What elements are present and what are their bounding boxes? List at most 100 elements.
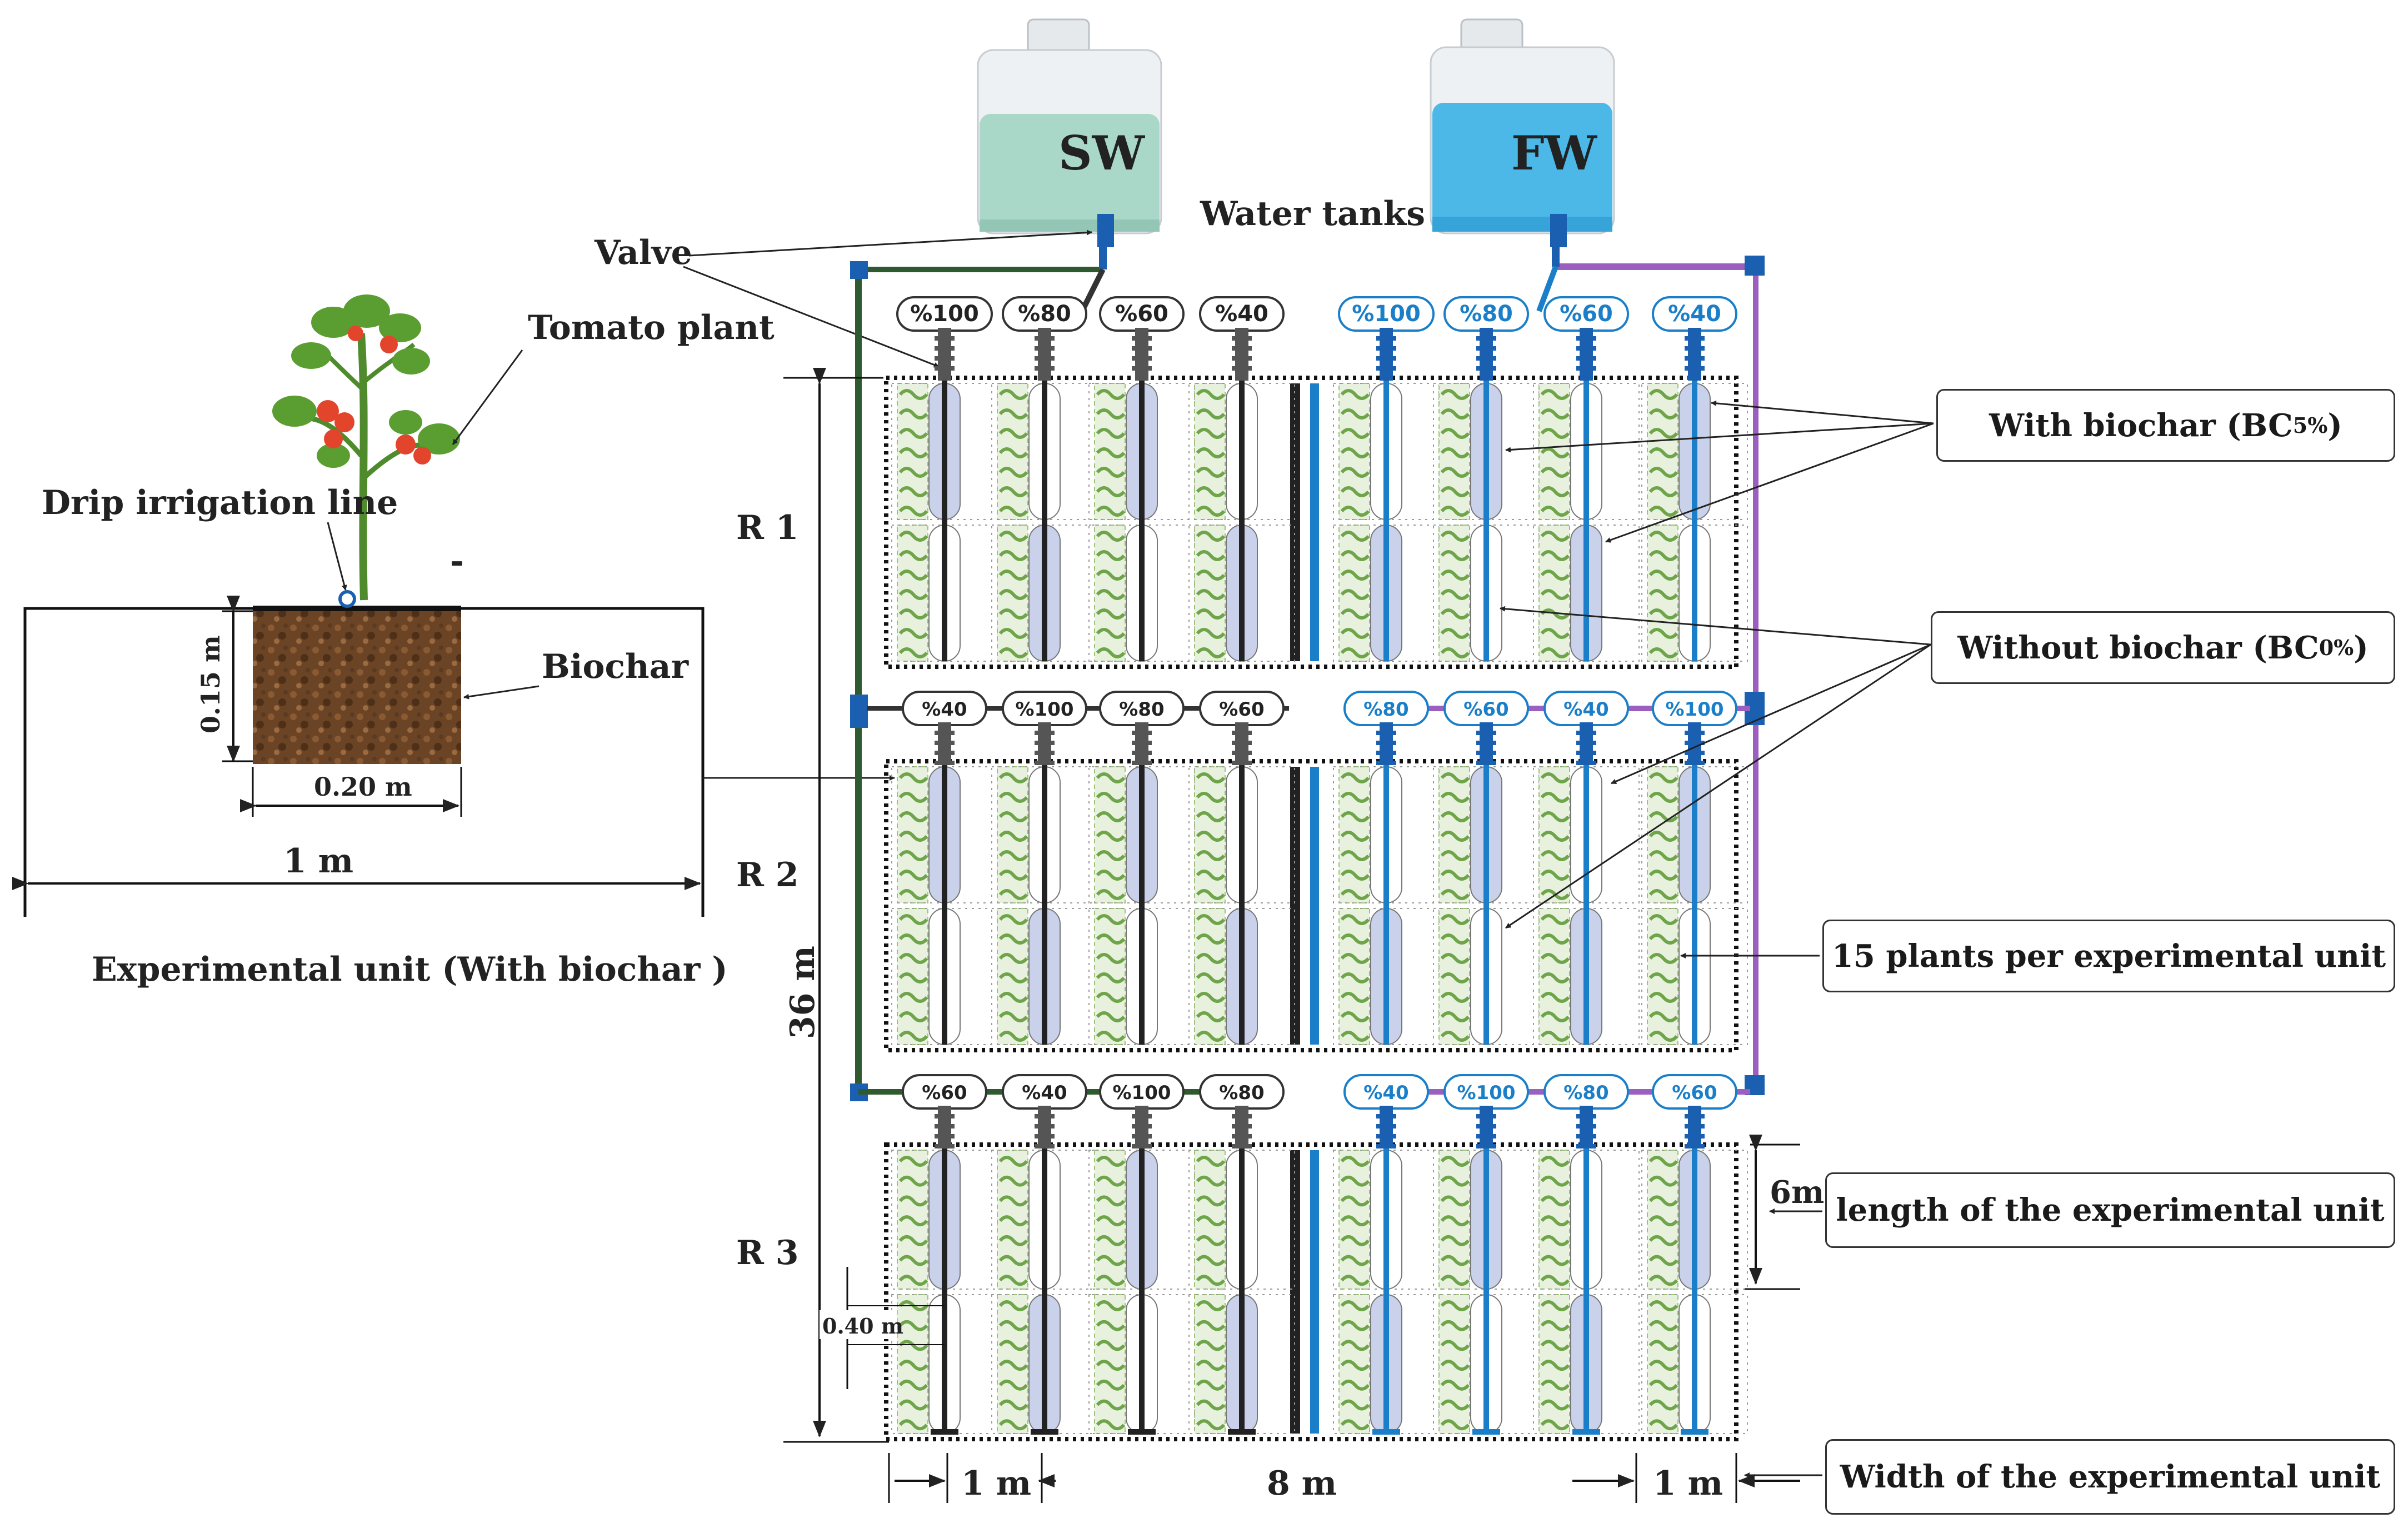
treatment-pill: %80 (1543, 1074, 1629, 1110)
water-tanks-label: Water tanks (1200, 194, 1425, 233)
experimental-unit (1188, 328, 1295, 662)
treatment-pill: %100 (1338, 296, 1435, 332)
experimental-unit (991, 328, 1098, 662)
treatment-pill: %60 (1652, 1074, 1737, 1110)
treatment-value: %60 (1463, 698, 1508, 721)
treatment-value: %60 (922, 1082, 967, 1104)
rep3-label: R 3 (736, 1234, 799, 1272)
tomato-plant-label: Tomato plant (528, 308, 775, 347)
treatment-value: %80 (1219, 1082, 1264, 1104)
treatment-value: %60 (1672, 1082, 1717, 1104)
length-unit-text: length of the experimental unit (1836, 1192, 2385, 1229)
tomato-plant-icon (272, 294, 460, 601)
experimental-unit (1641, 722, 1748, 1045)
treatment-value: %100 (1457, 1082, 1515, 1104)
length-unit-callout: length of the experimental unit (1825, 1172, 2395, 1248)
with-biochar-sub: 5% (2292, 413, 2328, 438)
treatment-pill: %40 (902, 691, 987, 726)
experimental-unit (1188, 722, 1295, 1045)
treatment-value: %100 (1352, 301, 1421, 327)
experimental-unit (1088, 1106, 1195, 1435)
treatment-pill: %60 (1543, 296, 1629, 332)
treatment-pill: %40 (1199, 296, 1285, 332)
treatment-pill: %100 (1443, 1074, 1529, 1110)
treatment-value: %60 (1219, 698, 1264, 721)
without-biochar-text: Without biochar (BC (1957, 629, 2319, 666)
without-biochar-sub: 0% (2319, 635, 2354, 660)
treatment-pill: %40 (1543, 691, 1629, 726)
replicate-block (884, 722, 1748, 1052)
treatment-pill: %60 (1443, 691, 1529, 726)
experimental-unit (891, 1106, 998, 1435)
experimental-unit (1333, 1106, 1440, 1435)
treatment-pill: %80 (1343, 691, 1429, 726)
treatment-pill: %40 (1652, 296, 1737, 332)
experimental-unit (1433, 722, 1540, 1045)
unit-caption: Experimental unit (With biochar ) (92, 950, 728, 989)
experimental-unit (1333, 328, 1440, 662)
experimental-unit (1641, 328, 1748, 662)
width-right-label: 1 m (1653, 1464, 1723, 1503)
treatment-value: %40 (1022, 1082, 1067, 1104)
treatment-value: %100 (1015, 698, 1073, 721)
replicate-block (884, 1106, 1748, 1441)
treatment-pill: %100 (1652, 691, 1737, 726)
treatment-value: %40 (1215, 301, 1268, 327)
bed-width-label: 0.20 m (314, 772, 412, 802)
experimental-unit (991, 722, 1098, 1045)
treatment-pill: %40 (1343, 1074, 1429, 1110)
with-biochar-text: With biochar (BC (1989, 407, 2293, 444)
treatment-pill: %80 (1099, 691, 1185, 726)
total-length-label: 36 m (783, 946, 822, 1039)
plants-per-unit-text: 15 plants per experimental unit (1831, 937, 2386, 975)
rep2-label: R 2 (736, 856, 799, 895)
treatment-value: %60 (1115, 301, 1168, 327)
experimental-unit (891, 328, 998, 662)
field-plots (884, 328, 1748, 1441)
width-unit-callout: Width of the experimental unit (1825, 1439, 2395, 1515)
sw-tank-label: SW (1058, 126, 1146, 181)
width-unit-text: Width of the experimental unit (1840, 1459, 2381, 1495)
treatment-value: %60 (1560, 301, 1613, 327)
experimental-unit (891, 722, 998, 1045)
treatment-pill: %80 (1443, 296, 1529, 332)
valve-label: Valve (594, 233, 692, 272)
experimental-unit (1333, 722, 1440, 1045)
drip-line-icon (338, 590, 356, 608)
experimental-unit (1088, 328, 1195, 662)
treatment-pill: %80 (1002, 296, 1087, 332)
biochar-label: Biochar (542, 647, 690, 686)
treatment-value: %100 (1665, 698, 1723, 721)
unit-width-label: 1 m (283, 842, 353, 881)
drip-line-label: Drip irrigation line (42, 483, 398, 522)
treatment-value: %80 (1460, 301, 1513, 327)
experimental-unit (1533, 328, 1640, 662)
treatment-value: %80 (1563, 1082, 1608, 1104)
experimental-unit (1088, 722, 1195, 1045)
treatment-value: %100 (1112, 1082, 1171, 1104)
treatment-value: %100 (910, 301, 979, 327)
treatment-pill: %100 (896, 296, 993, 332)
experimental-unit (1641, 1106, 1748, 1435)
treatment-value: %80 (1119, 698, 1164, 721)
width-mid-label: 8 m (1267, 1464, 1337, 1503)
plants-per-unit-callout: 15 plants per experimental unit (1822, 920, 2395, 992)
experimental-unit (991, 1106, 1098, 1435)
spacing-label: 0.40 m (822, 1314, 903, 1339)
fw-tank-label: FW (1511, 126, 1598, 181)
treatment-pill: %40 (1002, 1074, 1087, 1110)
callout-arrows (1500, 400, 1934, 1478)
treatment-pill: %60 (1199, 691, 1285, 726)
unit-length-label: 6m (1770, 1174, 1824, 1211)
replicate-block (884, 328, 1748, 669)
width-left-label: 1 m (961, 1464, 1031, 1503)
treatment-pill: %60 (1099, 296, 1185, 332)
rep1-label: R 1 (736, 508, 799, 547)
pipe-network (850, 244, 1765, 1101)
depth-label: 0.15 m (196, 635, 226, 733)
experimental-unit-panel: Tomato plant Drip irrigation line - Bioc… (12, 294, 895, 989)
treatment-pill: %100 (1099, 1074, 1185, 1110)
treatment-pill: %80 (1199, 1074, 1285, 1110)
